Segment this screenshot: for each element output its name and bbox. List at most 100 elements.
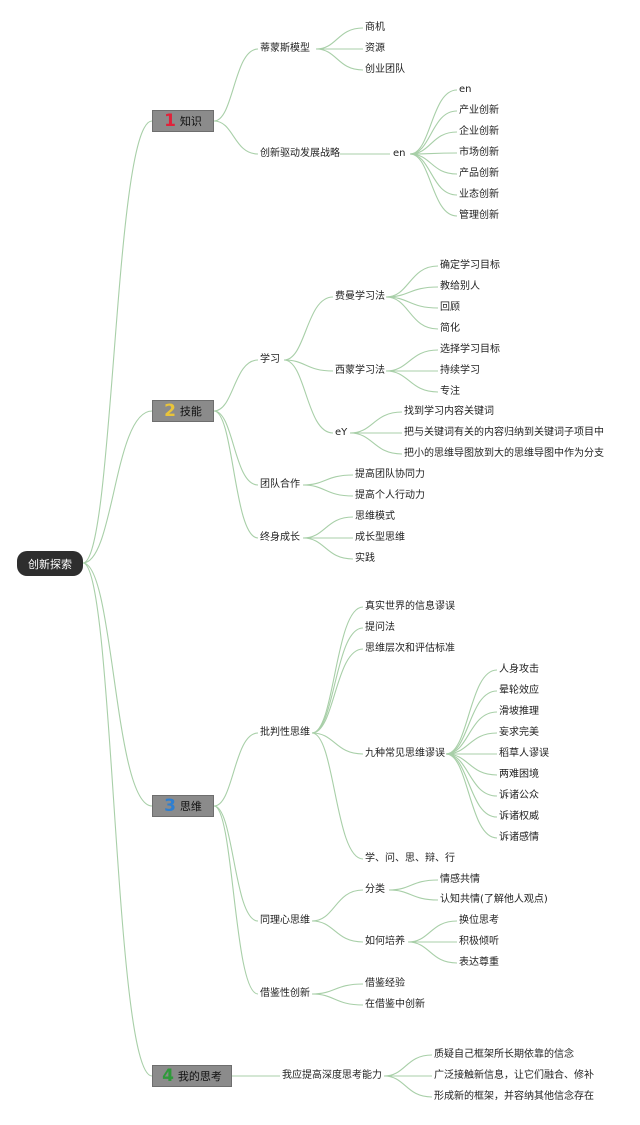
leaf-personal-action: 提高个人行动力: [355, 490, 425, 501]
leaf-questioning: 提问法: [365, 622, 395, 633]
connector-line: [311, 627, 364, 734]
root-node[interactable]: 创新探索: [17, 551, 83, 576]
connector-line: [315, 27, 364, 50]
connector-line: [213, 805, 259, 995]
connector-line: [407, 941, 458, 964]
connector-line: [311, 993, 364, 1006]
leaf-simplify: 简化: [440, 323, 460, 334]
leaf-ad-hominem: 人身攻击: [499, 664, 539, 675]
connector-line: [213, 410, 259, 486]
leaf-halo-effect: 晕轮效应: [499, 685, 539, 696]
connector-line: [445, 753, 498, 818]
connector-line: [311, 920, 364, 943]
topic-borrowing-innovation: 借鉴性创新: [260, 988, 310, 999]
leaf-continuous-learning: 持续学习: [440, 365, 480, 376]
leaf-appeal-emotion: 诉诸感情: [499, 832, 539, 843]
branch-node-knowledge[interactable]: 1 知识: [152, 110, 214, 132]
connector-line: [82, 562, 153, 807]
connector-line: [283, 359, 334, 372]
root-label: 创新探索: [28, 557, 72, 571]
leaf-appeal-authority: 诉诸权威: [499, 811, 539, 822]
branch-label: 知识: [179, 115, 202, 128]
connector-line: [409, 89, 458, 155]
leaf-question-beliefs: 质疑自己框架所长期依靠的信念: [434, 1049, 574, 1060]
leaf-growth-mindset: 成长型思维: [355, 532, 405, 543]
connector-line: [409, 153, 458, 217]
connector-line: [388, 889, 439, 901]
leaf-focus: 专注: [440, 386, 460, 397]
connector-line: [302, 484, 354, 497]
leaf-team-synergy: 提高团队协同力: [355, 469, 425, 480]
connector-line: [302, 474, 354, 486]
connector-line: [349, 411, 403, 434]
connector-line: [409, 110, 458, 155]
topic-critical-thinking: 批判性思维: [260, 727, 310, 738]
connector-line: [283, 296, 334, 361]
connector-line: [385, 265, 439, 298]
leaf-borrow-experience: 借鉴经验: [365, 978, 405, 989]
connector-line: [445, 753, 498, 839]
topic-innovation-strategy: 创新驱动发展战略: [260, 148, 340, 159]
leaf-false-dilemma: 两难困境: [499, 769, 539, 780]
branch-number: 2: [164, 401, 176, 421]
connector-line: [311, 732, 364, 755]
connector-line: [213, 410, 259, 539]
leaf-business-innovation: 业态创新: [459, 189, 499, 200]
leaf-teach-others: 教给别人: [440, 281, 480, 292]
connector-line: [213, 120, 259, 155]
leaf-thinking-levels: 思维层次和评估标准: [365, 643, 455, 654]
connector-line: [315, 48, 364, 71]
connector-line: [445, 690, 498, 755]
leaf-en: en: [459, 84, 472, 95]
connector-line: [409, 131, 458, 155]
leaf-practice: 实践: [355, 553, 375, 564]
leaf-management-innovation: 管理创新: [459, 210, 499, 221]
leaf-choose-goal: 选择学习目标: [440, 344, 500, 355]
leaf-active-listening: 积极倾听: [459, 936, 499, 947]
leaf-find-keywords: 找到学习内容关键词: [404, 406, 494, 417]
branch-label: 技能: [179, 405, 202, 418]
connector-line: [388, 879, 439, 891]
leaf-merge-mindmaps: 把小的思维导图放到大的思维导图中作为分支: [404, 448, 604, 459]
connector-line: [311, 732, 364, 860]
topic-learning: 学习: [260, 354, 280, 365]
connector-line: [311, 606, 364, 734]
subtopic-nine-fallacies: 九种常见思维谬误: [365, 748, 445, 759]
leaf-startup-team: 创业团队: [365, 64, 405, 75]
leaf-slippery-slope: 滑坡推理: [499, 706, 539, 717]
subtopic-feynman: 费曼学习法: [335, 291, 385, 302]
topic-deep-thinking: 我应提高深度思考能力: [282, 1070, 382, 1081]
connector-line: [82, 410, 153, 564]
branch-label: 思维: [179, 800, 202, 813]
subtopic-en: en: [393, 148, 406, 159]
branch-node-thinking[interactable]: 3 思维: [152, 795, 214, 817]
branch-node-my-thoughts[interactable]: 4 我的思考: [152, 1065, 232, 1087]
connector-line: [311, 889, 364, 922]
leaf-group-by-keywords: 把与关键词有关的内容归纳到关键词子项目中: [404, 427, 604, 438]
connector-line: [383, 1054, 433, 1077]
connector-line: [213, 732, 259, 807]
leaf-info-fallacy: 真实世界的信息谬误: [365, 601, 455, 612]
connector-line: [213, 805, 259, 922]
leaf-perfectionism: 妄求完美: [499, 727, 539, 738]
leaf-perspective-taking: 换位思考: [459, 915, 499, 926]
subtopic-classification: 分类: [365, 884, 385, 895]
leaf-show-respect: 表达尊重: [459, 957, 499, 968]
leaf-new-framework: 形成新的框架，并容纳其他信念存在: [434, 1091, 594, 1102]
connector-line: [407, 920, 458, 943]
connector-line: [213, 48, 259, 122]
branch-label: 我的思考: [177, 1070, 222, 1083]
branch-number: 1: [164, 111, 176, 131]
connector-line: [302, 516, 354, 539]
branch-node-skills[interactable]: 2 技能: [152, 400, 214, 422]
connector-line: [311, 648, 364, 734]
leaf-market-innovation: 市场创新: [459, 147, 499, 158]
connector-line: [311, 983, 364, 995]
leaf-resources: 资源: [365, 43, 385, 54]
connector-line: [385, 286, 439, 298]
connector-line: [385, 296, 439, 330]
branch-number: 4: [162, 1066, 174, 1086]
branch-number: 3: [164, 796, 176, 816]
topic-timmons-model: 蒂蒙斯模型: [260, 43, 310, 54]
